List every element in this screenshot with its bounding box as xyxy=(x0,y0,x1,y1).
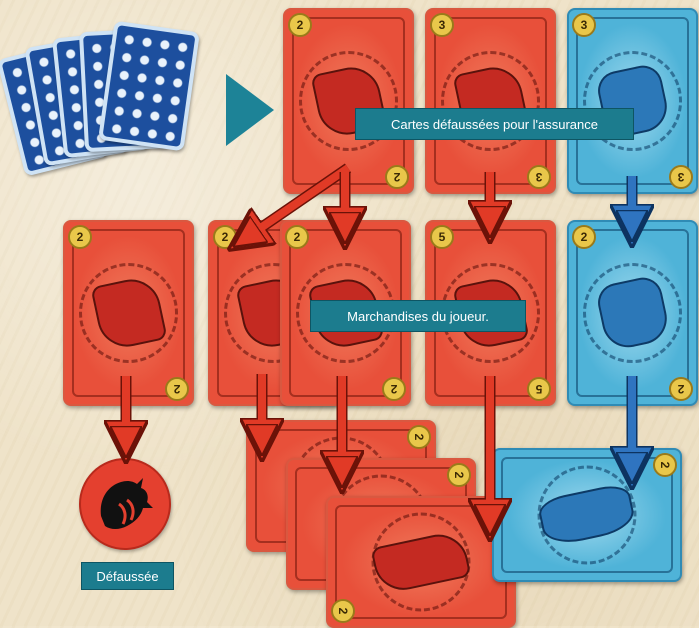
insurance-label: Cartes défaussées pour l'assurance xyxy=(355,108,634,140)
discard-label: Défaussée xyxy=(81,562,174,590)
player-goods-label: Marchandises du joueur. xyxy=(310,300,526,332)
